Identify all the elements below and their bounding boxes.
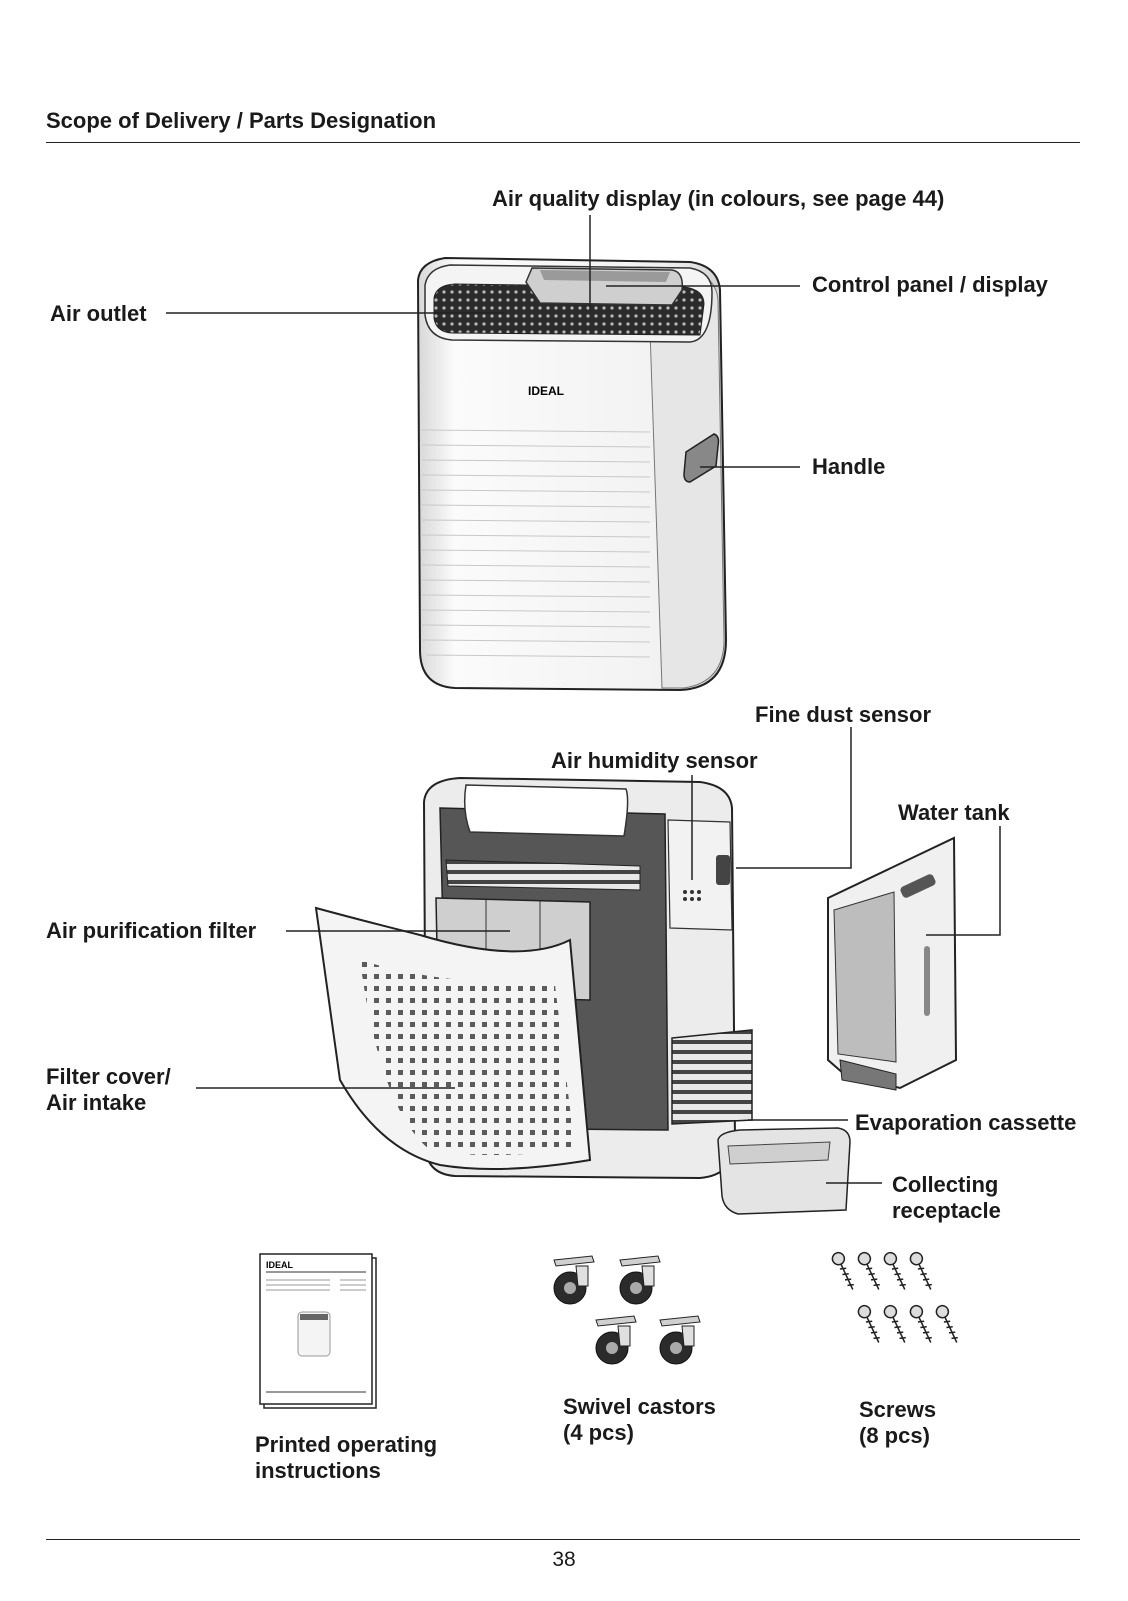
label-fine-dust-sensor: Fine dust sensor — [755, 702, 932, 727]
air-purifier-front: IDEAL — [416, 256, 728, 692]
caption-screws-line2: (8 pcs) — [859, 1423, 930, 1448]
label-air-purification-filter: Air purification filter — [46, 918, 257, 943]
label-air-humidity-sensor: Air humidity sensor — [551, 748, 758, 773]
caption-screws-line1: Screws — [859, 1397, 937, 1422]
label-water-tank: Water tank — [898, 800, 1010, 825]
swivel-castors-illustration — [553, 1255, 701, 1365]
label-filter-cover-line2: Air intake — [46, 1090, 147, 1115]
leader-lines-top — [166, 215, 800, 468]
label-control-panel: Control panel / display — [812, 272, 1048, 297]
label-filter-cover-line1: Filter cover/ — [46, 1064, 171, 1089]
air-purifier-open — [314, 776, 851, 1215]
label-collecting-line2: receptacle — [892, 1198, 1001, 1223]
header-rule — [46, 142, 1080, 143]
caption-castors-line2: (4 pcs) — [563, 1420, 634, 1445]
label-air-outlet: Air outlet — [50, 301, 147, 326]
booklet-brand-logo: IDEAL — [266, 1260, 294, 1270]
caption-instructions-line2: instructions — [255, 1458, 381, 1483]
label-evaporation-cassette: Evaporation cassette — [855, 1110, 1077, 1135]
operating-instructions-booklet: IDEAL — [259, 1253, 377, 1409]
label-air-quality-display: Air quality display (in colours, see pag… — [492, 186, 945, 211]
caption-instructions-line1: Printed operating — [255, 1432, 438, 1457]
device-brand-logo: IDEAL — [528, 384, 564, 398]
caption-castors-line1: Swivel castors — [563, 1394, 716, 1419]
label-collecting-line1: Collecting — [892, 1172, 999, 1197]
screws-illustration — [831, 1251, 958, 1343]
label-handle: Handle — [812, 454, 886, 479]
water-tank-illustration — [827, 836, 958, 1091]
page-title: Scope of Delivery / Parts Designation — [46, 108, 437, 133]
leader-lines-bottom — [196, 727, 1001, 1184]
page-number: 38 — [552, 1548, 576, 1571]
footer-rule — [46, 1539, 1080, 1540]
